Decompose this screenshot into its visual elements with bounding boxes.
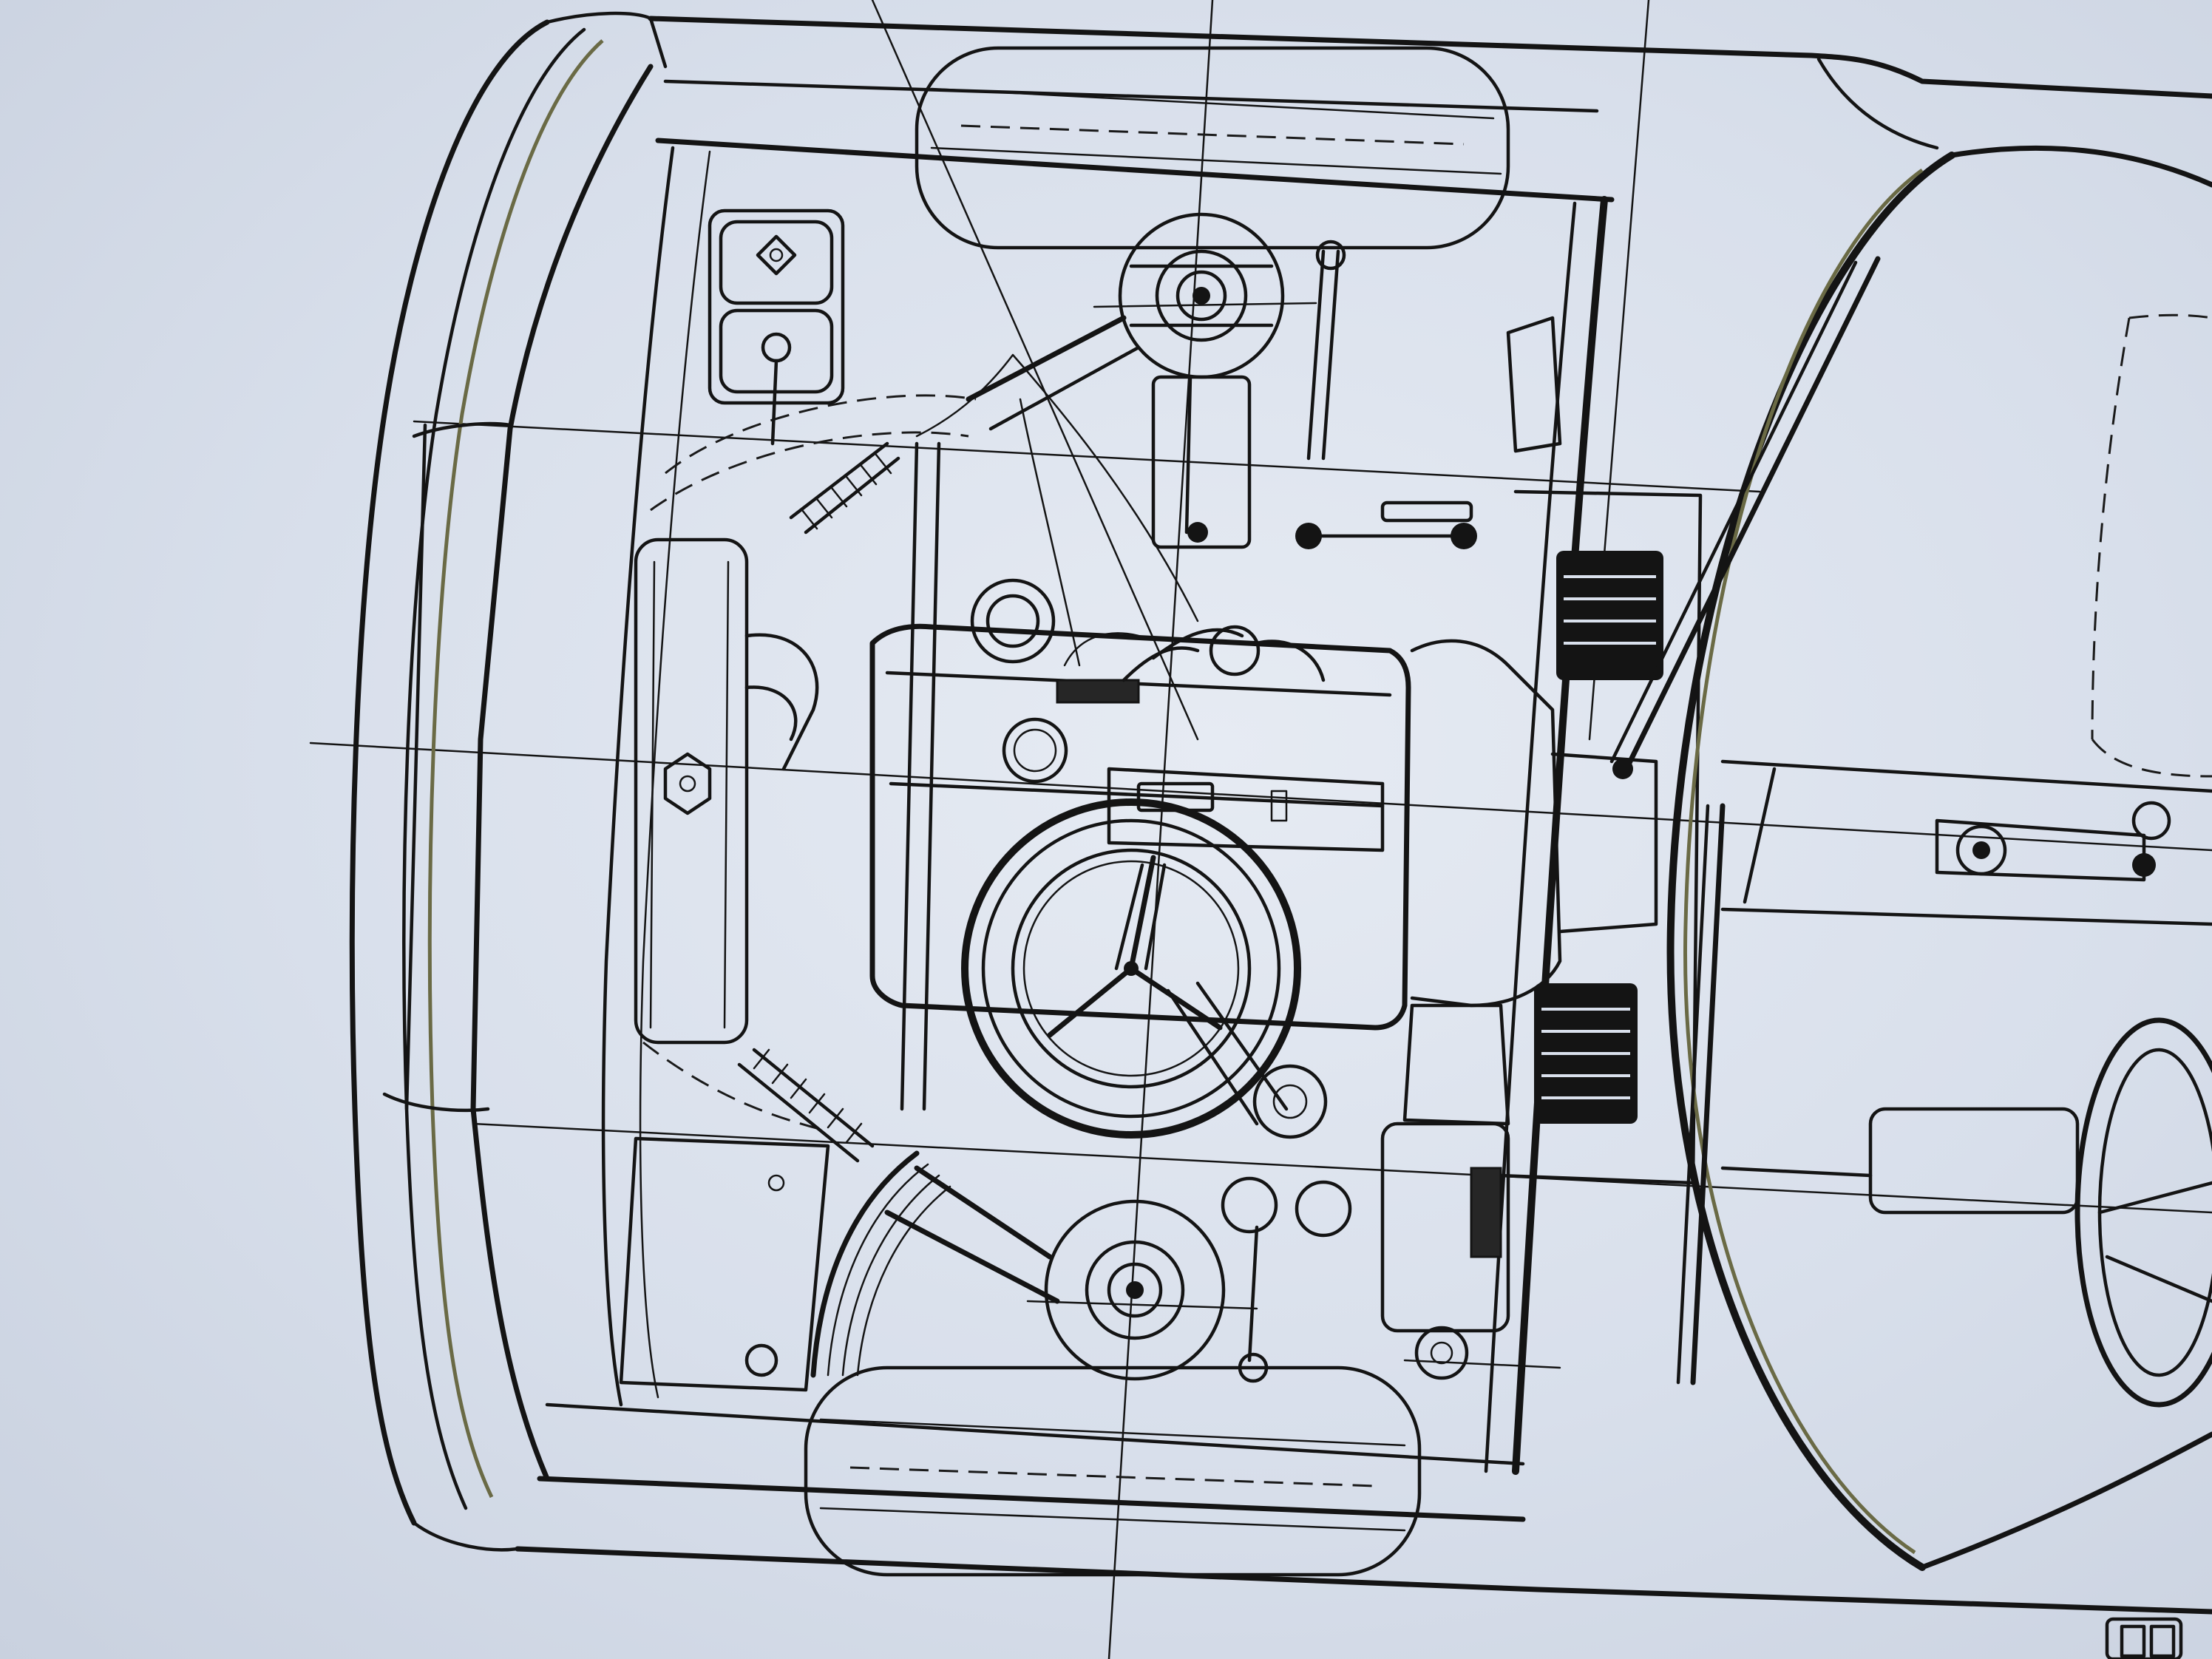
bottom-wheel [804, 1365, 1422, 1577]
bottom-strut-mount [884, 1165, 1269, 1383]
construction-lines [309, 0, 2212, 1659]
engine-bay-frame [601, 146, 711, 1407]
front-bumper [349, 11, 668, 1552]
brake-master-cylinder [1295, 316, 1562, 549]
engine-block [869, 578, 1411, 1031]
steering-shaft [1720, 759, 2212, 1215]
washer-reservoir [619, 1136, 830, 1392]
hood-latch [2105, 1617, 2183, 1659]
pedal-top [1556, 551, 1663, 680]
brace-bars [900, 353, 1289, 1126]
top-wheel [915, 46, 1510, 250]
exhaust-pipe [810, 1150, 951, 1378]
pedal-bottom [1534, 983, 1638, 1124]
spring-top [789, 441, 900, 535]
wiper-arm [1609, 256, 1881, 1385]
firewall [1484, 196, 1703, 1475]
battery [708, 208, 845, 446]
front-valance [382, 64, 654, 1482]
spring-bottom [737, 1048, 875, 1163]
air-cleaner [961, 798, 1301, 1139]
body-sides [515, 16, 2212, 1615]
transmission [1221, 639, 1658, 1380]
radiator [634, 394, 977, 1133]
steering-wheel [2074, 1017, 2212, 1408]
top-strut-mount [966, 212, 1346, 549]
windshield [1666, 145, 2212, 1571]
